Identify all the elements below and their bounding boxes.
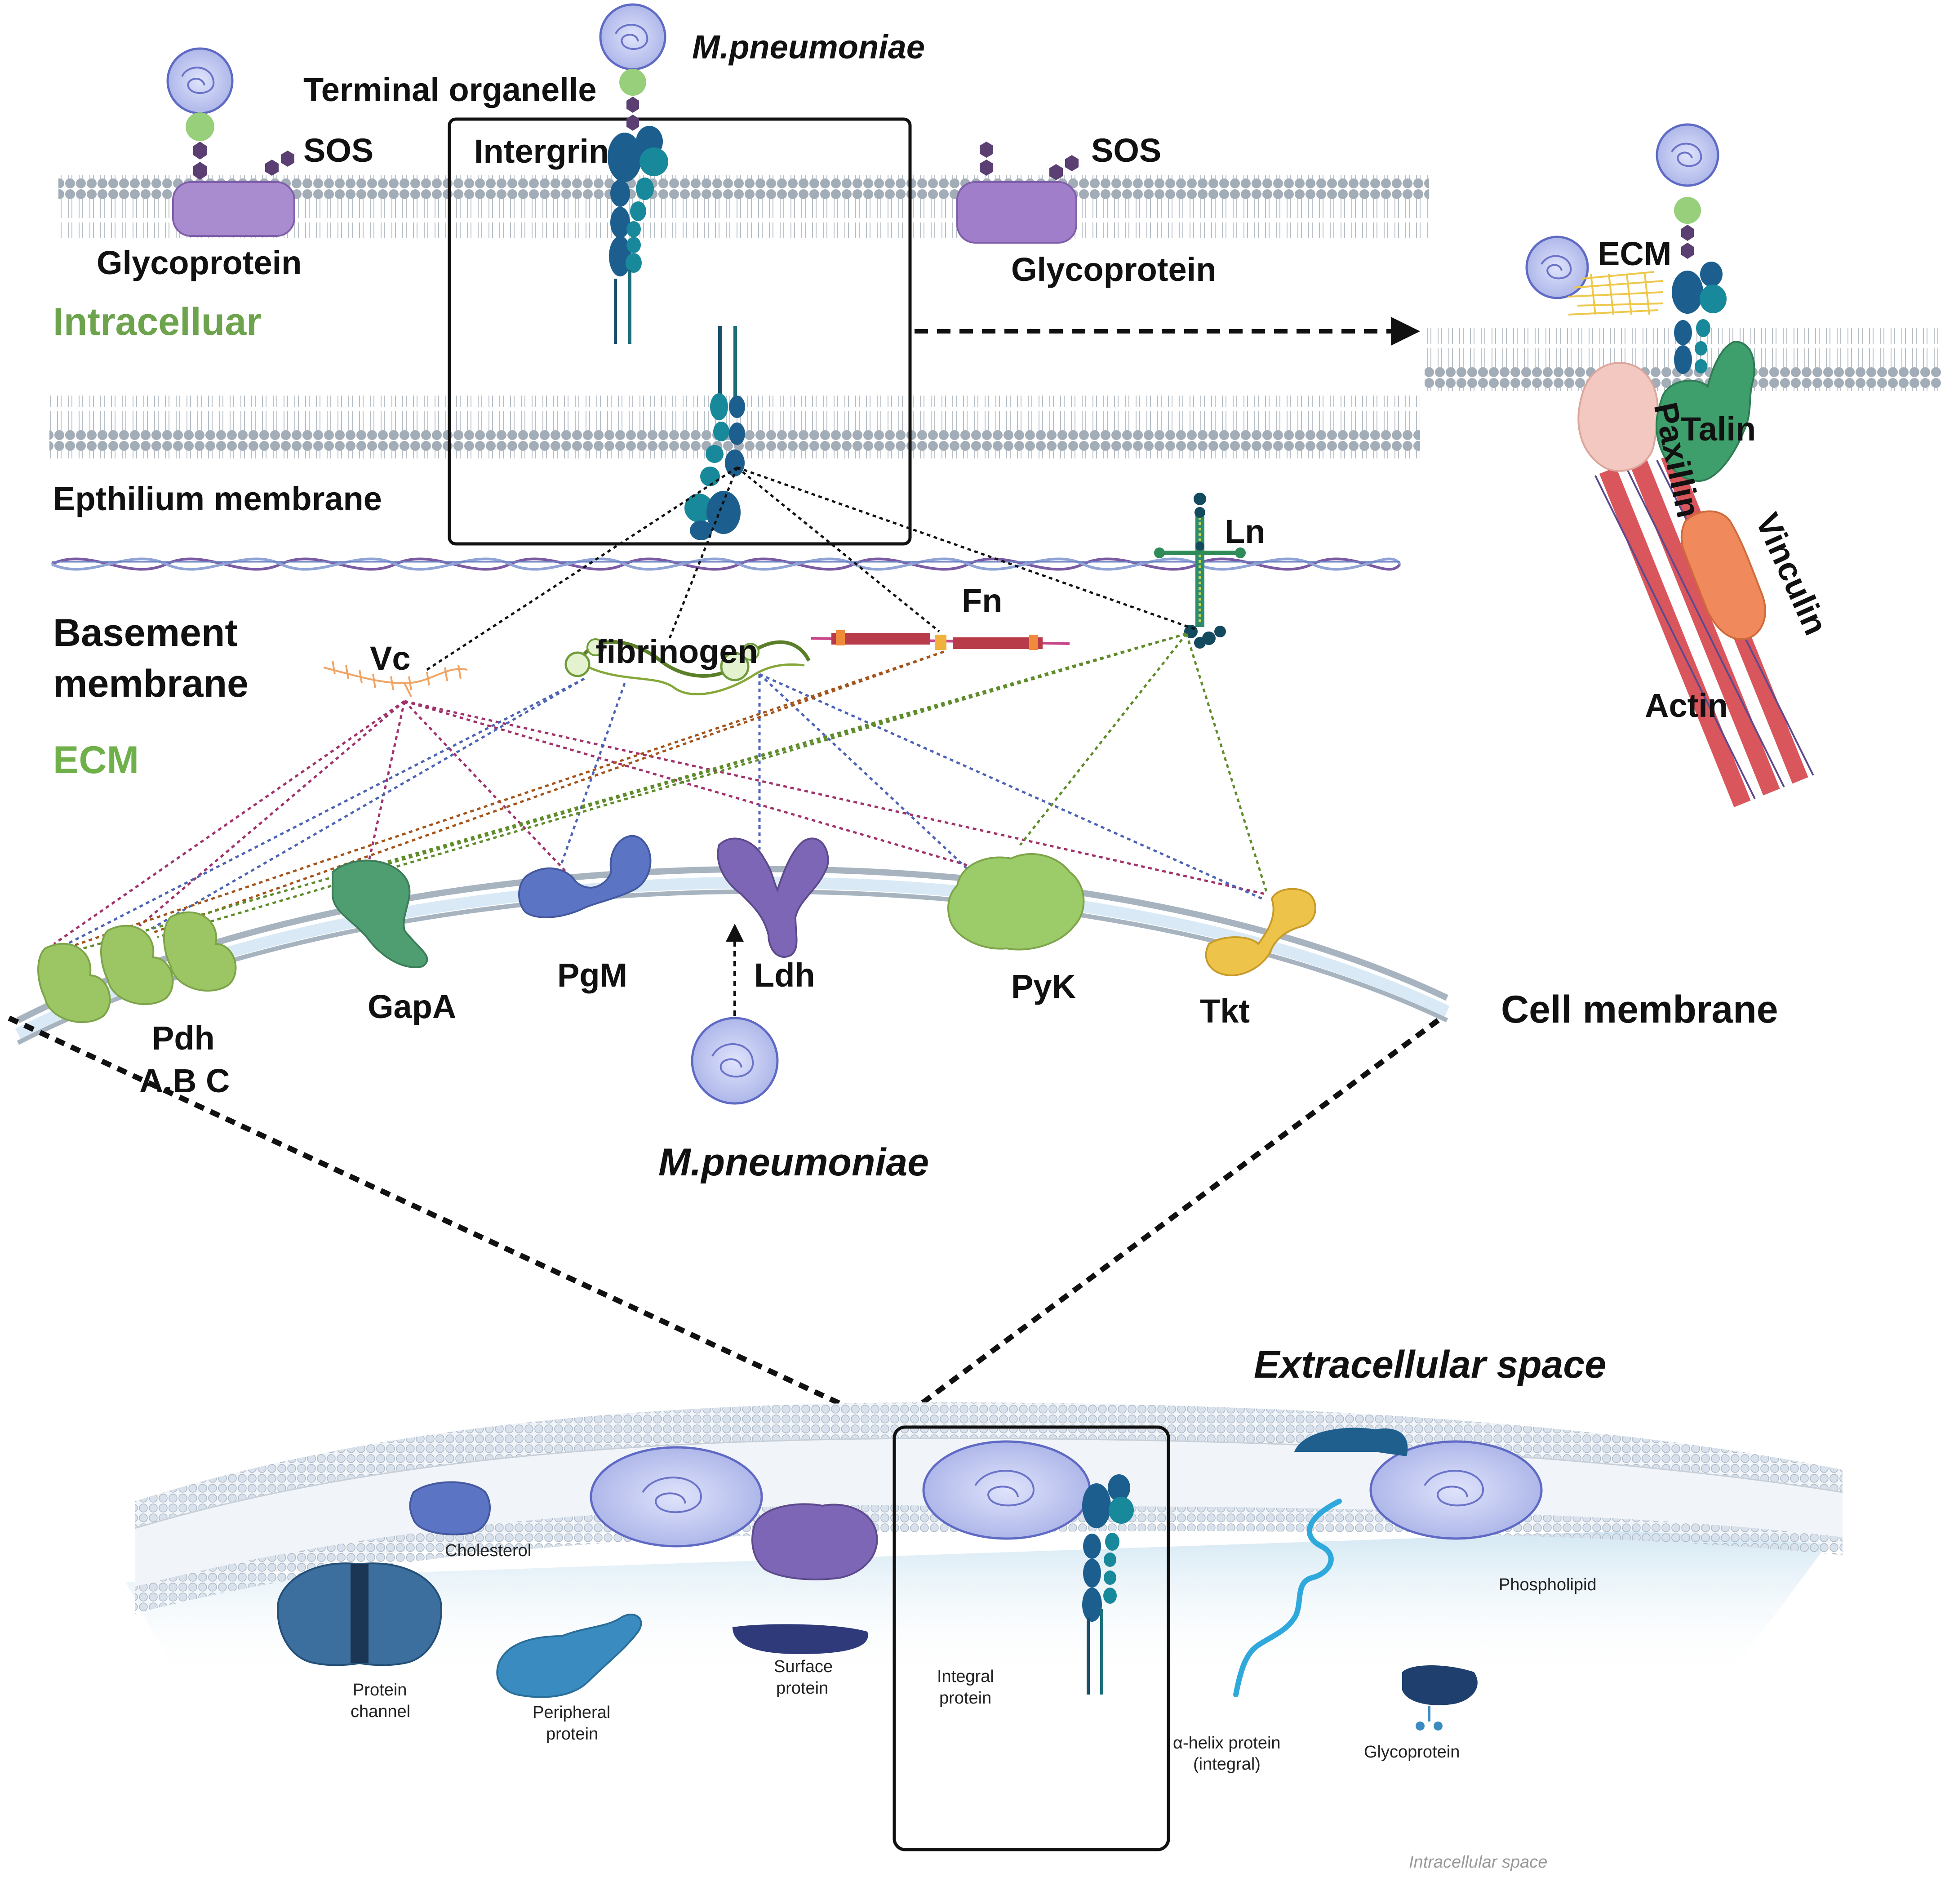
pdh-label-1: Pdh — [152, 1019, 215, 1057]
integrin-inset-box — [448, 117, 912, 546]
tkt-label: Tkt — [1200, 992, 1250, 1030]
gapa-protein — [332, 859, 428, 968]
ecm-right-label: ECM — [1598, 235, 1671, 272]
cell-membrane-label: Cell membrane — [1501, 988, 1778, 1031]
sos-left-label: SOS — [303, 132, 373, 169]
peripheral-protein-label-1: Peripheral — [533, 1703, 610, 1722]
tkt-protein — [1205, 888, 1316, 977]
pyk-protein — [947, 853, 1085, 951]
ecm-left-label: ECM — [53, 738, 139, 782]
top-hemichannel-shape — [1294, 1428, 1408, 1456]
integral-integrin-bottom — [1082, 1474, 1134, 1695]
mp-cell-ecm-right — [1525, 236, 1589, 299]
basement-membrane-label-1: Basement — [53, 611, 238, 654]
talin-shape — [1655, 340, 1755, 482]
alpha-helix-label-1: α-helix protein — [1173, 1734, 1281, 1753]
intracellular-space-label: Intracellular space — [1409, 1853, 1547, 1872]
sos-right-label: SOS — [1091, 132, 1161, 169]
glycoprotein-right-label: Glycoprotein — [1011, 251, 1216, 288]
purple-complex-shape — [751, 1503, 878, 1580]
pgm-protein — [518, 835, 652, 918]
mp-cell-bottom-3 — [1369, 1440, 1543, 1540]
glycoprotein-left-shape — [172, 151, 295, 237]
surface-protein-shape — [733, 1624, 868, 1654]
vc-label: Vc — [370, 640, 411, 677]
integral-protein-label-2: protein — [939, 1689, 991, 1708]
zoom-lines-bottom — [8, 1015, 1440, 1423]
alpha-helix-label-2: (integral) — [1193, 1755, 1261, 1774]
integrin-top — [608, 126, 668, 344]
cholesterol-shape — [409, 1481, 491, 1535]
surface-protein-label-1: Surface — [774, 1657, 833, 1676]
extracellular-space-label: Extracellular space — [1254, 1343, 1606, 1386]
protein-channel-shape — [277, 1562, 442, 1666]
fibrinogen-label: fibrinogen — [595, 633, 758, 670]
glycoprotein-left-label: Glycoprotein — [97, 244, 302, 281]
peripheral-protein-shape — [496, 1613, 642, 1698]
mp-top-label: M.pneumoniae — [692, 28, 925, 66]
text-labels: M.pneumoniae Terminal organelle SOS SOS … — [53, 28, 1835, 1872]
alpha-helix-shape — [1233, 1499, 1342, 1697]
cholesterol-label: Cholesterol — [445, 1541, 531, 1560]
integral-protein-label-1: Integral — [937, 1667, 994, 1686]
actin-label: Actin — [1645, 687, 1728, 724]
protein-channel-label-1: Protein — [353, 1681, 407, 1699]
pdh-proteins — [37, 911, 237, 1023]
mp-cell-top-center — [599, 3, 666, 131]
intracellular-label: Intracelluar — [53, 300, 262, 343]
glycoprotein-bottom-label: Glycoprotein — [1364, 1743, 1460, 1762]
terminal-organelle-label: Terminal organelle — [303, 71, 597, 108]
ln-label: Ln — [1225, 513, 1265, 550]
basement-membrane-label-2: membrane — [53, 662, 249, 705]
ldh-protein — [717, 837, 829, 958]
pdh-label-2: A.B C — [139, 1062, 230, 1099]
paxillin-shape — [1577, 362, 1659, 472]
ldh-label: Ldh — [754, 956, 815, 994]
talin-label: Talin — [1681, 410, 1756, 448]
laminin-shape — [1154, 493, 1246, 649]
pgm-label: PgM — [557, 956, 627, 994]
mp-cell-top-right — [1656, 123, 1719, 259]
bottom-glycoprotein-shape — [1402, 1665, 1478, 1731]
fibronectin-shape — [811, 630, 1070, 650]
vitronectin-shape — [323, 660, 468, 697]
mp-cell-top-left — [166, 47, 234, 180]
epithelium-membrane-label: Epthilium membrane — [53, 480, 382, 517]
mp-cell-middle — [691, 924, 779, 1105]
glycoprotein-right-shape — [956, 142, 1079, 244]
phospholipid-label: Phospholipid — [1499, 1575, 1597, 1594]
mp-cell-bottom-1 — [590, 1446, 763, 1548]
protein-channel-label-2: channel — [351, 1702, 410, 1721]
interaction-lines — [53, 466, 1269, 954]
ecm-fibers-right — [1568, 271, 1663, 316]
vinculin-shape — [1680, 510, 1766, 640]
surface-protein-label-2: protein — [776, 1679, 828, 1698]
peripheral-protein-label-2: protein — [546, 1725, 598, 1744]
gapa-label: GapA — [368, 988, 456, 1025]
integrin-right — [1672, 262, 1727, 374]
fn-label: Fn — [962, 582, 1002, 619]
fibrinogen-shape — [564, 638, 811, 695]
integrin-label: Intergrin — [474, 133, 609, 170]
integral-protein-inset-box — [893, 1425, 1170, 1851]
mp-cell-bottom-2 — [922, 1440, 1091, 1540]
mp-bottom-label: M.pneumoniae — [658, 1141, 929, 1184]
pyk-label: PyK — [1011, 968, 1076, 1005]
